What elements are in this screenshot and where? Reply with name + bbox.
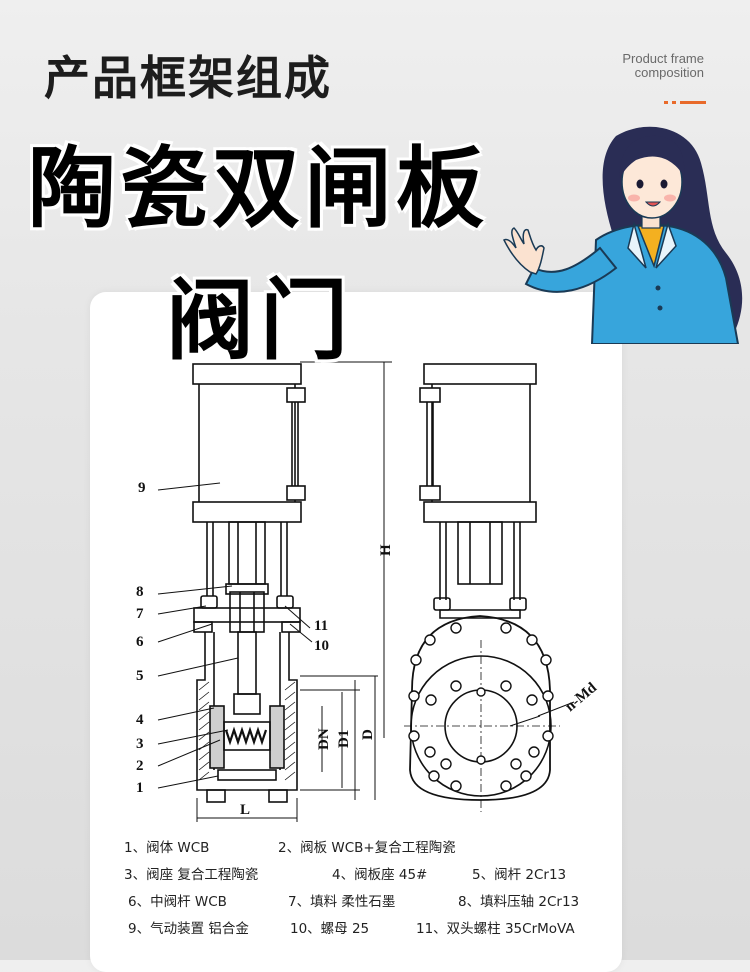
legend-item: 6、中阀杆 WCB bbox=[128, 894, 227, 910]
english-caption-line1: Product frame bbox=[622, 51, 704, 66]
legend-item: 10、螺母 25 bbox=[290, 921, 370, 937]
legend-row: 3、阀座 复合工程陶瓷 4、阀板座 45# 5、阀杆 2Cr13 bbox=[120, 863, 620, 890]
legend-row: 6、中阀杆 WCB 7、填料 柔性石墨 8、填料压轴 2Cr13 bbox=[120, 890, 620, 917]
english-caption-line2: composition bbox=[634, 65, 704, 80]
legend-item: 9、气动装置 铝合金 bbox=[128, 921, 249, 937]
presenter-illustration bbox=[502, 126, 743, 344]
page-subtitle: 产品框架组成 bbox=[44, 51, 332, 105]
legend-item: 1、阀体 WCB bbox=[124, 840, 210, 856]
legend-item: 8、填料压轴 2Cr13 bbox=[458, 894, 580, 910]
legend-row: 9、气动装置 铝合金 10、螺母 25 11、双头螺柱 35CrMoVA bbox=[120, 917, 620, 944]
legend-item: 5、阀杆 2Cr13 bbox=[472, 867, 567, 883]
accent-dashes bbox=[664, 101, 706, 104]
legend-row: 1、阀体 WCB 2、阀板 WCB+复合工程陶瓷 bbox=[120, 836, 620, 863]
legend-item: 4、阀板座 45# bbox=[332, 867, 428, 883]
legend-item: 3、阀座 复合工程陶瓷 bbox=[124, 867, 259, 883]
english-caption: Product frame composition bbox=[622, 52, 704, 80]
legend-item: 11、双头螺柱 35CrMoVA bbox=[416, 921, 575, 937]
legend-item: 7、填料 柔性石墨 bbox=[288, 894, 396, 910]
title-line-2: 阀门 bbox=[166, 269, 355, 372]
parts-legend: 1、阀体 WCB 2、阀板 WCB+复合工程陶瓷 3、阀座 复合工程陶瓷 4、阀… bbox=[120, 836, 620, 944]
legend-item: 2、阀板 WCB+复合工程陶瓷 bbox=[278, 840, 456, 856]
title-line-1: 陶瓷双闸板 bbox=[28, 137, 489, 240]
